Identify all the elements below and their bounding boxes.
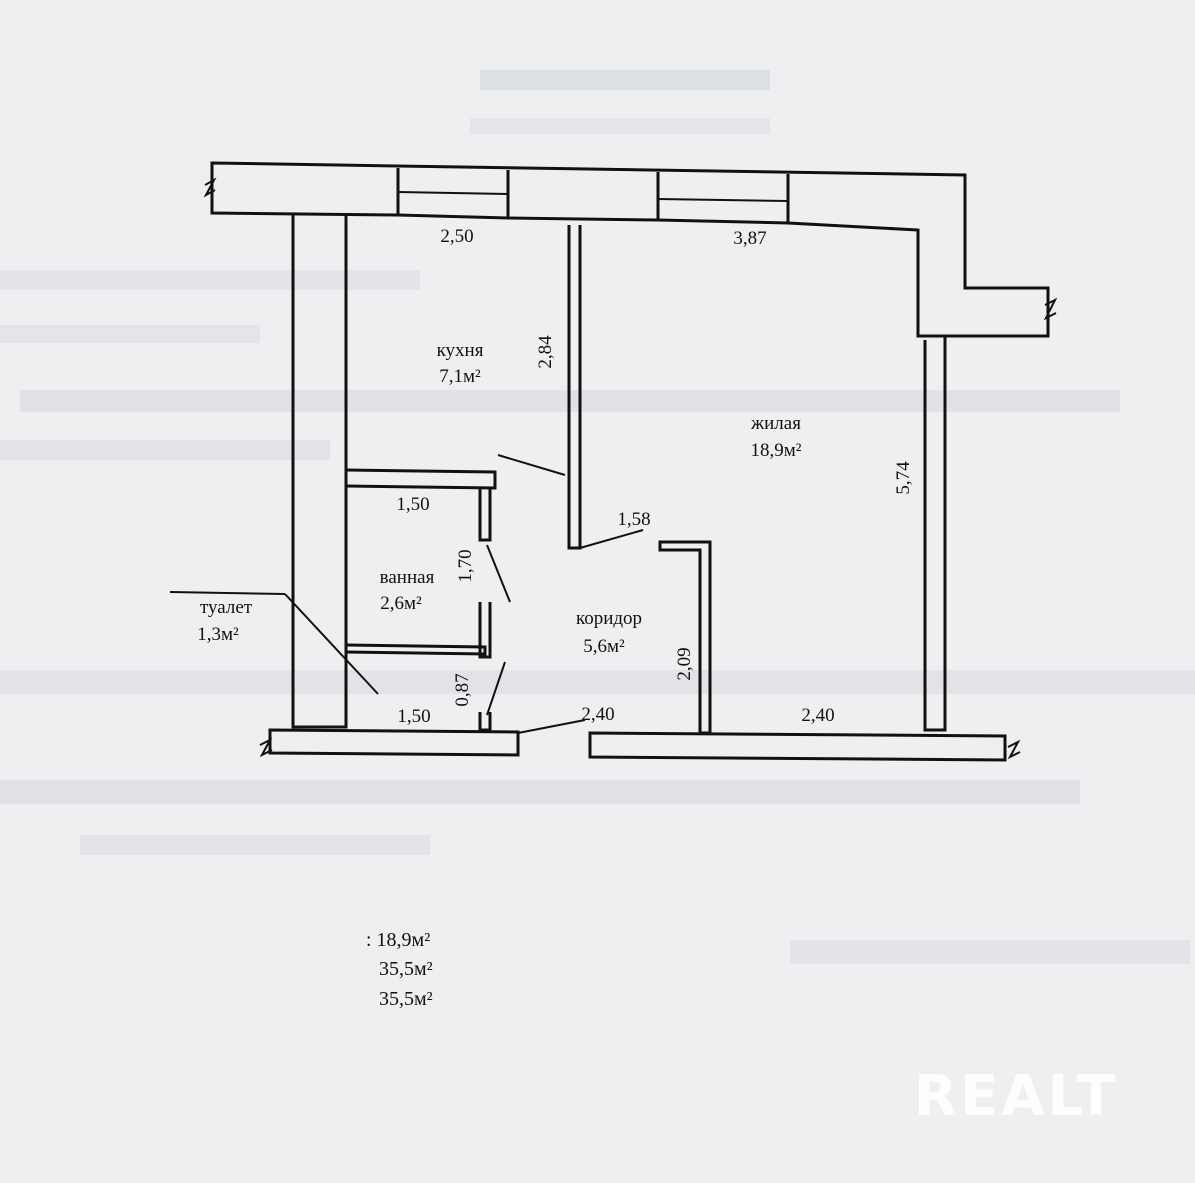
bathroom-area: 2,6м² [380,593,422,614]
dim-kitchen-width: 2,50 [440,226,473,247]
toilet-area: 1,3м² [197,624,239,645]
dim-bath-width: 1,50 [396,494,429,515]
exterior-walls [203,161,1058,762]
dim-bath-height: 1,70 [455,549,476,582]
general-area: 35,5м² [379,988,433,1010]
dim-living-width: 3,87 [733,228,766,249]
living-area: 18,9м² [751,440,802,461]
dim-entrance: 2,40 [581,704,614,725]
dim-doorway: 1,58 [617,509,650,530]
toilet-leader-line-diagonal [284,593,379,695]
realt-watermark: REALT [914,1064,1118,1129]
kitchen-area: 7,1м² [439,366,481,387]
corridor-area: 5,6м² [583,636,625,657]
toilet-name: туалет [200,597,253,618]
dim-kitchen-wall: 2,84 [535,335,556,369]
dim-living-height: 5,74 [893,461,914,495]
kitchen-name: кухня [437,340,484,361]
background-scan-texture [0,70,1195,964]
bathroom-name: ванная [380,567,435,588]
toilet-leader-line [169,591,286,595]
dim-toilet-width: 1,50 [397,706,430,727]
total-living: : 18,9м² [366,929,430,951]
dim-toilet-height: 0,87 [452,673,473,706]
dim-living-bottom: 2,40 [801,705,834,726]
total-area: 35,5м² [379,958,433,980]
interior-walls [345,225,712,735]
doors [486,454,644,734]
dim-corridor-wall: 2,09 [674,647,695,680]
corridor-name: коридор [576,608,642,629]
living-name: жилая [750,413,801,434]
